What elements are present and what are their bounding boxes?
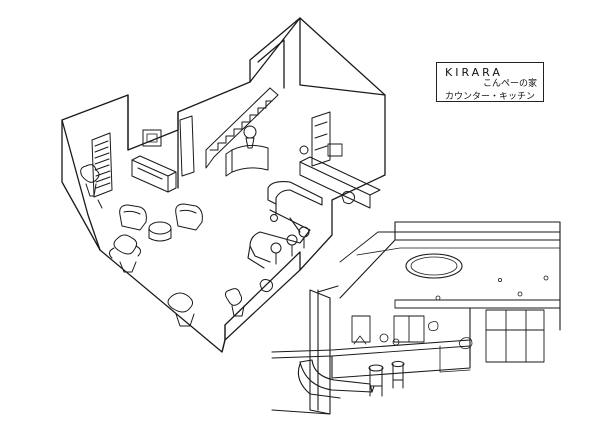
door	[91, 132, 113, 198]
perspective-kitchen-drawing	[271, 221, 561, 415]
armchairs	[119, 203, 203, 242]
sideboard	[131, 155, 177, 193]
sheet-title: KIRARA	[445, 66, 503, 79]
perspective-stools	[368, 360, 405, 397]
windows	[351, 309, 545, 363]
bar-counter	[297, 359, 375, 399]
wall-picture	[142, 129, 162, 147]
ceiling-light-icon	[405, 253, 463, 279]
clock-icon	[299, 145, 309, 155]
entry-counter	[225, 125, 269, 177]
sheet-subtitle-house: こんぺーの家	[483, 79, 538, 89]
staircase	[205, 87, 279, 169]
potted-plants	[80, 164, 355, 327]
isometric-room-drawing	[61, 17, 386, 353]
sheet-label-box: KIRARA こんぺーの家 カウンター・キッチン	[436, 62, 544, 102]
kitchen-cabinets	[299, 111, 381, 209]
bar-stools	[270, 214, 310, 265]
sheet-subtitle-kitchen: カウンター・キッチン	[445, 92, 536, 102]
kitchen-counter	[247, 181, 323, 269]
